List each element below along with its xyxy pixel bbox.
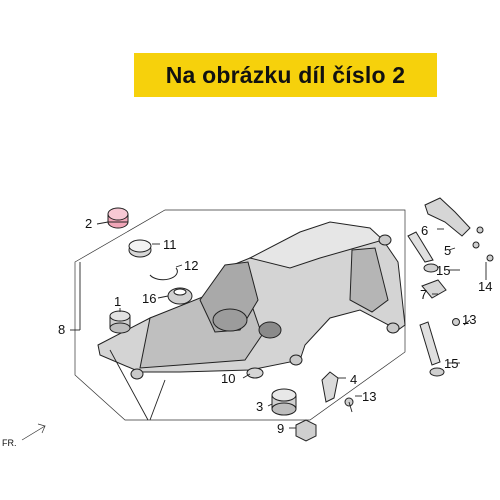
- title-text: Na obrázku díl číslo 2: [165, 61, 406, 88]
- swing-arm: [97, 221, 406, 380]
- part-7-clip: [421, 279, 460, 326]
- part-10-washer: [246, 367, 264, 379]
- leader-lines: [70, 221, 487, 429]
- part-11-collar: [128, 239, 152, 258]
- title-banner: Na obrázku díl číslo 2: [134, 53, 437, 97]
- callout-16: 16: [142, 291, 156, 306]
- assembly-frame: [74, 209, 406, 421]
- callout-6: 6: [421, 223, 428, 238]
- callout-8: 8: [58, 322, 65, 337]
- callout-15b: 15: [444, 356, 458, 371]
- callout-14: 14: [478, 279, 492, 294]
- callout-7: 7: [420, 287, 427, 302]
- callout-4: 4: [350, 372, 357, 387]
- part-12-circlip: [149, 267, 178, 281]
- callout-10: 10: [221, 371, 235, 386]
- part-3-bushing: [271, 388, 297, 416]
- callout-13b: 13: [362, 389, 376, 404]
- callout-2: 2: [85, 216, 92, 231]
- callout-3: 3: [256, 399, 263, 414]
- callout-13a: 13: [462, 312, 476, 327]
- part-16-ring: [167, 287, 193, 305]
- front-direction-indicator: FR.: [2, 423, 46, 448]
- part-9-nut: [295, 419, 317, 442]
- part-6-bracket: [424, 197, 494, 262]
- callout-9: 9: [277, 421, 284, 436]
- callouts: 1 2 3 4 5 6 7 8 9 10 11 12 13 13 14 15 1…: [58, 216, 492, 436]
- front-label: FR.: [2, 438, 17, 448]
- callout-5: 5: [444, 243, 451, 258]
- callout-15a: 15: [436, 263, 450, 278]
- callout-12: 12: [184, 258, 198, 273]
- part-2-bushing: [107, 207, 129, 229]
- part-15-pin-upper: [407, 231, 439, 273]
- part-1-bushing: [109, 310, 131, 334]
- part-15-pin-lower: [419, 321, 445, 377]
- callout-11: 11: [163, 237, 177, 252]
- part-4-bracket: [321, 371, 339, 403]
- callout-1: 1: [114, 294, 121, 309]
- part-13-bolt-lower: [344, 397, 354, 413]
